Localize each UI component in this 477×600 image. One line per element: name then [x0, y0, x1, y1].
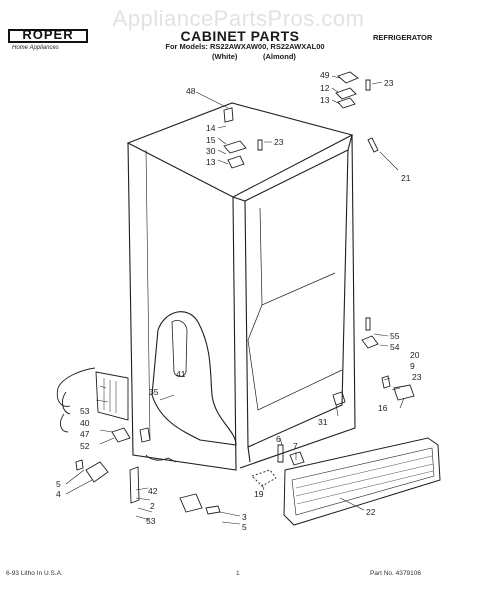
label-35: 35 [149, 387, 159, 397]
hinge-shim [337, 97, 356, 109]
label-53b: 53 [146, 516, 156, 526]
center-hinge [223, 140, 247, 154]
label-7: 7 [293, 441, 298, 451]
label-12a: 12 [320, 83, 330, 93]
color-almond: (Almond) [263, 52, 296, 61]
label-48: 48 [186, 86, 196, 96]
heater-coil [171, 320, 188, 377]
label-9: 9 [410, 361, 415, 371]
screw-5-left [75, 459, 84, 471]
label-21: 21 [401, 173, 411, 183]
label-55: 55 [390, 331, 400, 341]
part-20 [381, 375, 391, 389]
leader-lines [65, 75, 405, 525]
inner-liner [259, 207, 336, 306]
model-numbers: For Models: RS22AWXAW00, RS22AWXAL00 [165, 42, 325, 51]
label-20: 20 [410, 350, 420, 360]
brand-tagline: Home Appliances [12, 45, 59, 51]
label-52: 52 [80, 441, 90, 451]
cabinet-side-edge [145, 149, 151, 441]
page-number: 1 [236, 570, 240, 577]
logo-frame [8, 29, 88, 43]
screw-23-center [257, 139, 263, 151]
top-hinge [335, 87, 357, 100]
roller-4 [85, 461, 109, 483]
label-19: 19 [254, 489, 264, 499]
brand-name: ROPER [22, 27, 74, 42]
hardware-parts [56, 71, 415, 515]
part-number: Part No. 4379106 [370, 570, 421, 577]
label-40: 40 [80, 418, 90, 428]
print-info: 6-93 Litho In U.S.A. [6, 570, 63, 577]
label-23c: 23 [412, 372, 422, 382]
bracket-31 [332, 391, 346, 406]
label-54: 54 [390, 342, 400, 352]
grille-slots [291, 447, 435, 516]
grille-lines [295, 455, 434, 505]
label-14: 14 [206, 123, 216, 133]
drain-tube [145, 454, 177, 463]
label-13a: 13 [320, 95, 330, 105]
hinge-pin [223, 107, 234, 123]
clip-7 [289, 451, 305, 466]
label-16: 16 [378, 403, 388, 413]
toe-grille [283, 437, 441, 526]
inner-floor [247, 304, 343, 411]
center-hinge-shim [227, 155, 245, 169]
label-30: 30 [206, 146, 216, 156]
label-49: 49 [320, 70, 330, 80]
label-22: 22 [366, 507, 376, 517]
power-cord [56, 367, 96, 433]
label-41: 41 [176, 369, 186, 379]
part-52 [111, 427, 131, 443]
top-hinge-cap [337, 71, 359, 84]
label-5b: 5 [242, 522, 247, 532]
screw-6 [277, 444, 284, 463]
front-opening [244, 149, 349, 448]
compressor-cutout [151, 311, 237, 446]
front-frame-top [232, 134, 353, 202]
page-title: CABINET PARTS [180, 28, 300, 44]
roller-bracket [129, 466, 140, 504]
color-white: (White) [212, 52, 238, 61]
label-23b: 23 [274, 137, 284, 147]
front-frame-bottom [247, 446, 251, 463]
bracket-54 [361, 335, 379, 349]
label-31: 31 [318, 417, 328, 427]
label-23a: 23 [384, 78, 394, 88]
mount-ribs [103, 378, 117, 413]
cabinet-left-side [127, 142, 237, 471]
screw-21 [367, 137, 379, 153]
label-3: 3 [242, 512, 247, 522]
label-53a: 53 [80, 406, 90, 416]
screw-3 [205, 505, 221, 515]
category-label: REFRIGERATOR [373, 33, 433, 42]
label-2: 2 [150, 501, 155, 511]
label-13b: 13 [206, 157, 216, 167]
screw-55 [365, 317, 371, 331]
compressor-mount [95, 371, 129, 421]
label-6: 6 [276, 434, 281, 444]
brand-logo: ROPER Home Appliances [8, 27, 88, 59]
watermark: AppliancePartsPros.com [112, 6, 365, 31]
screw-23-top [365, 79, 371, 91]
part-number-labels: 48 49 12 13 23 14 15 23 30 13 21 41 55 5… [56, 70, 422, 532]
label-47: 47 [80, 429, 90, 439]
label-4: 4 [56, 489, 61, 499]
label-5a: 5 [56, 479, 61, 489]
label-15: 15 [206, 135, 216, 145]
part-35 [139, 427, 151, 443]
bottom-hinge-16 [393, 384, 415, 401]
grille-frame [283, 437, 441, 526]
front-roller-4 [179, 493, 203, 513]
leveler-19 [251, 469, 277, 487]
label-42: 42 [148, 486, 158, 496]
